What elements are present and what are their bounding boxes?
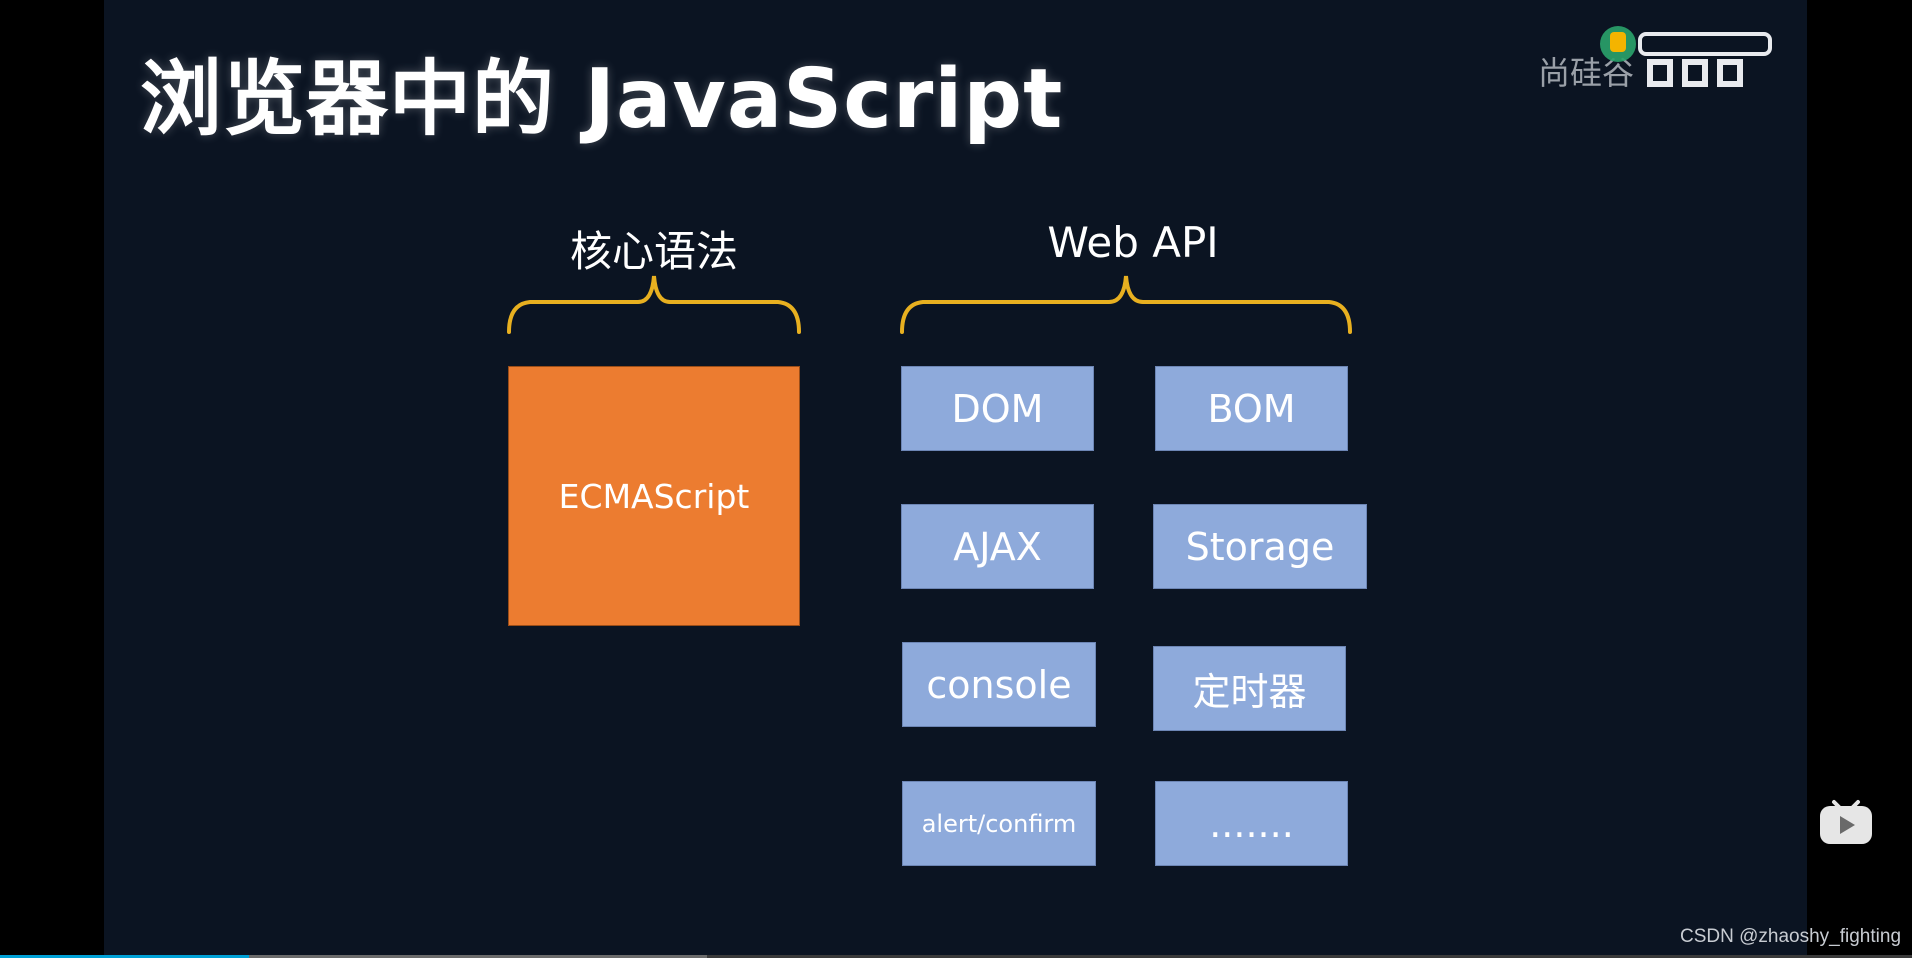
- api-box-storage: Storage: [1153, 504, 1367, 589]
- api-box-ajax: AJAX: [901, 504, 1094, 589]
- slide-title: 浏览器中的 JavaScript: [140, 52, 1064, 147]
- core-syntax-label: 核心语法: [569, 227, 739, 276]
- progress-buffered: [0, 955, 707, 958]
- progress-bar[interactable]: [0, 955, 1912, 958]
- api-box-ellipsis: .......: [1155, 781, 1348, 866]
- credit-text: CSDN @zhaoshy_fighting: [1680, 926, 1902, 947]
- api-box-console: console: [902, 642, 1096, 727]
- api-box-dom: DOM: [901, 366, 1094, 451]
- progress-played: [0, 955, 249, 958]
- web-api-brace-icon: [900, 275, 1352, 334]
- api-box-alert-confirm: alert/confirm: [902, 781, 1096, 866]
- shangguigu-bilibili-logo-icon: [1600, 26, 1772, 87]
- ecmascript-box: ECMAScript: [508, 366, 800, 626]
- api-box-timer: 定时器: [1153, 646, 1346, 731]
- bilibili-tv-icon[interactable]: [1818, 796, 1874, 846]
- web-api-label: Web API: [1047, 218, 1219, 267]
- api-box-bom: BOM: [1155, 366, 1348, 451]
- core-brace-icon: [507, 275, 801, 334]
